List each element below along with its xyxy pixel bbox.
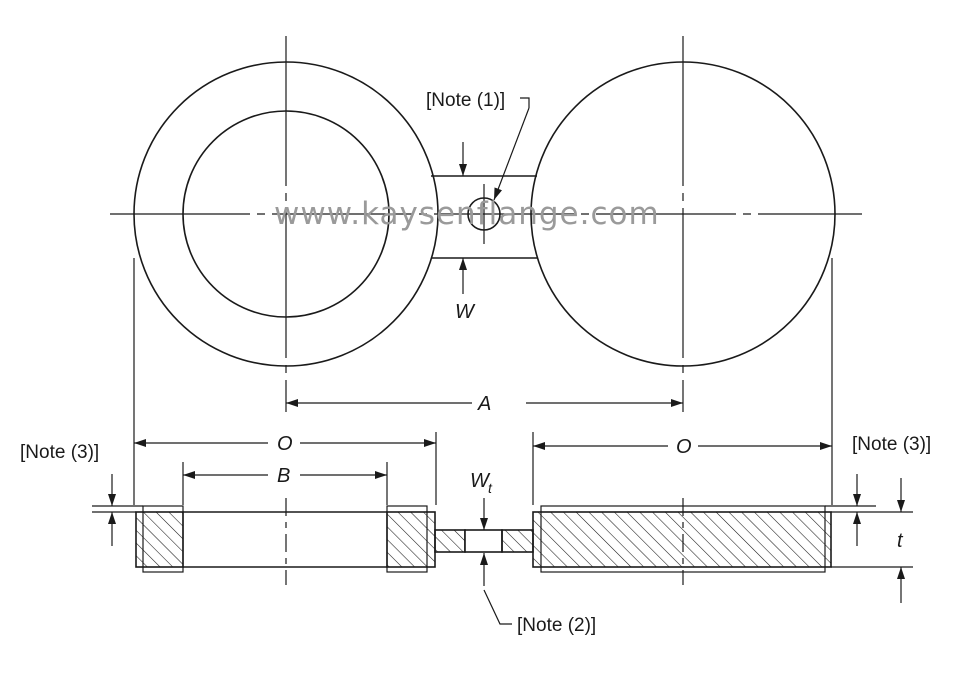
wt-dimension: W t (470, 470, 493, 530)
a-dimension: A (286, 393, 683, 415)
t-label: t (897, 530, 904, 552)
web-section-right (501, 529, 534, 553)
web-section-left (434, 529, 466, 553)
blank-section (532, 511, 832, 568)
b-dimension: B (183, 465, 387, 487)
w-dimension: W (455, 142, 476, 323)
watermark-text: www.kaysenflange.com (274, 196, 660, 232)
left-ring-section-right (386, 511, 436, 568)
section-view (135, 498, 832, 585)
top-view: W [Note (1)] A (110, 36, 862, 415)
note2-leader: [Note (2)] (480, 553, 596, 636)
note3-left: [Note (3)] (20, 442, 143, 546)
o-dimension-right: O (533, 436, 832, 458)
o-right-label: O (676, 436, 692, 458)
o-dimension-left: O (134, 433, 436, 455)
o-left-label: O (277, 433, 293, 455)
note1-leader: [Note (1)] (426, 90, 530, 201)
note3-right-label: [Note (3)] (852, 434, 931, 455)
w-label: W (455, 301, 476, 323)
left-gasket-face-left (142, 505, 184, 573)
left-ring-section-left (135, 511, 184, 568)
wt-label: W (470, 470, 491, 492)
note3-left-label: [Note (3)] (20, 442, 99, 463)
left-gasket-face-right (386, 505, 428, 573)
t-dimension: t (831, 478, 913, 603)
note2-label: [Note (2)] (517, 615, 596, 636)
wt-subscript: t (488, 480, 493, 496)
web-hole-section (464, 529, 503, 553)
extension-lines (133, 258, 833, 505)
note3-right: [Note (3)] (825, 434, 931, 546)
b-label: B (277, 465, 290, 487)
top-centerlines (110, 36, 862, 412)
note1-label: [Note (1)] (426, 90, 505, 111)
a-label: A (477, 393, 491, 415)
